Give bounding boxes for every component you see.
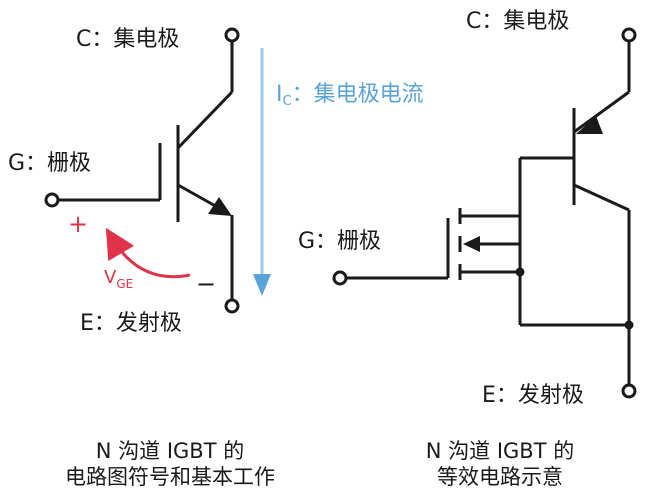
- left-gate-terminal: [44, 192, 60, 208]
- right-mosfet-arrow: [463, 236, 480, 252]
- vge-plus-sign: +: [68, 210, 88, 238]
- vge-minus-sign: −: [196, 270, 216, 298]
- vge-label: VGE: [104, 267, 133, 291]
- current-label-i: I: [276, 82, 283, 107]
- left-caption-line1: N 沟道 IGBT 的: [95, 439, 245, 463]
- right-gate-terminal: [332, 270, 348, 286]
- collector-current-arrow-head: [253, 274, 271, 296]
- right-gate-label: G：栅极: [298, 229, 381, 254]
- left-caption: N 沟道 IGBT 的 电路图符号和基本工作: [30, 438, 310, 490]
- current-label: IC：集电极电流: [276, 82, 424, 109]
- right-transistor-arrow: [576, 116, 603, 134]
- left-emitter-arrow: [208, 197, 232, 216]
- vge-label-sub: GE: [116, 277, 133, 291]
- right-caption-line1: N 沟道 IGBT 的: [425, 439, 575, 463]
- left-igbt-symbol: [44, 27, 240, 314]
- left-emitter-terminal: [224, 298, 240, 314]
- vge-arrow: [105, 227, 191, 279]
- right-caption: N 沟道 IGBT 的 等效电路示意: [370, 438, 630, 490]
- right-equivalent-circuit: [332, 27, 637, 399]
- right-emitter-label: E：发射极: [482, 383, 584, 408]
- right-emitter-terminal: [621, 383, 637, 399]
- right-collector-label: C：集电极: [466, 9, 569, 34]
- right-junction-dot-2: [624, 320, 634, 330]
- left-collector-terminal: [224, 27, 240, 43]
- current-label-desc: ：集电极电流: [292, 82, 424, 107]
- left-caption-line2: 电路图符号和基本工作: [65, 465, 275, 489]
- right-collector-terminal: [621, 27, 637, 43]
- left-gate-label: G：栅极: [8, 151, 91, 176]
- left-collector-label: C：集电极: [76, 27, 179, 52]
- left-emitter-label: E：发射极: [80, 311, 182, 336]
- right-caption-line2: 等效电路示意: [437, 465, 563, 489]
- current-label-sub: C: [283, 94, 292, 109]
- right-junction-dot-1: [515, 267, 525, 277]
- vge-label-main: V: [104, 267, 117, 288]
